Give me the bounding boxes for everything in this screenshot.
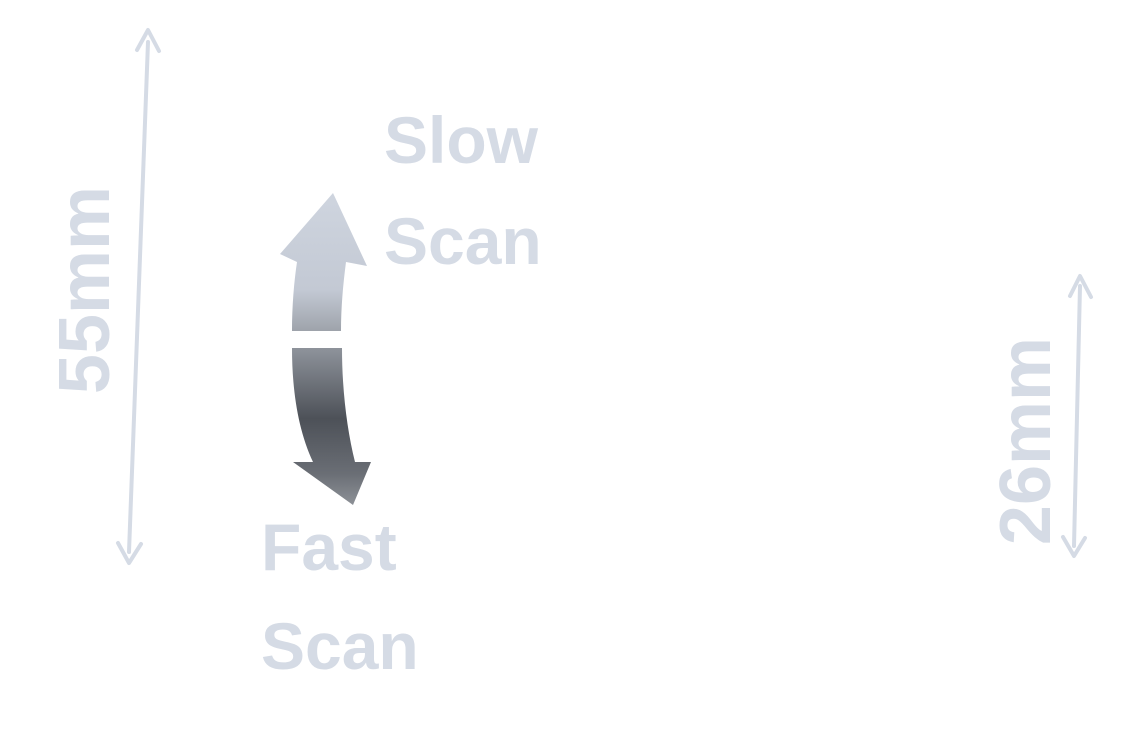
fast-scan-label-line2: Scan: [261, 609, 419, 683]
left-dimension-label: 55mm: [45, 186, 125, 394]
scan-direction-arrow: [280, 193, 371, 505]
slow-scan-label-line1: Slow: [384, 103, 539, 177]
right-dimension-bottom-arrowhead: [1061, 535, 1087, 558]
right-dimension-line: [1072, 284, 1082, 548]
left-dimension-top-arrowhead: [135, 28, 161, 53]
slow-scan-arrow-up: [280, 193, 367, 331]
slow-scan-label-line2: Scan: [384, 204, 542, 278]
left-dimension-bottom-arrowhead: [116, 541, 143, 565]
fast-scan-label: Fast Scan: [261, 510, 419, 683]
right-dimension-top-arrowhead: [1068, 274, 1093, 299]
left-dimension: 55mm: [45, 28, 161, 565]
left-dimension-line: [127, 40, 150, 554]
fast-scan-label-line1: Fast: [261, 510, 397, 584]
right-dimension-label: 26mm: [986, 337, 1066, 545]
fast-scan-arrow-down: [292, 348, 371, 505]
right-dimension: 26mm: [986, 274, 1093, 558]
slow-scan-label: Slow Scan: [384, 103, 542, 278]
